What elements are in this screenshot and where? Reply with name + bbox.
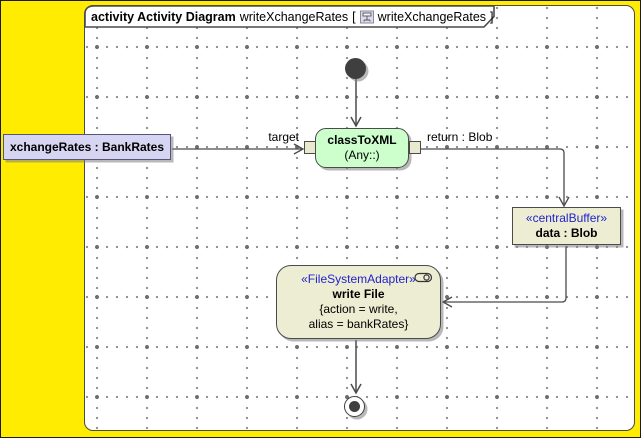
activity-final-node[interactable] <box>344 396 365 417</box>
behavior-adornment-icon <box>414 272 433 286</box>
target-pin-label: target <box>268 130 299 144</box>
action-writeFile-tags-line1: {action = write, <box>319 302 398 316</box>
central-buffer-stereotype: «centralBuffer» <box>525 211 608 225</box>
frame-bracket-close: ] <box>490 9 494 24</box>
input-pin-target[interactable] <box>304 141 316 154</box>
central-buffer-node[interactable]: «centralBuffer» data : Blob <box>512 207 621 245</box>
action-writeFile-stereotype: «FileSystemAdapter» <box>301 272 416 286</box>
frame-diagram-name: writeXchangeRates <box>377 9 487 24</box>
edge-initial-to-classToXML[interactable] <box>350 79 362 128</box>
edge-centralBuffer-to-writeFile[interactable] <box>441 246 567 308</box>
action-classToXML-behavior: (Any::) <box>344 148 380 162</box>
edge-writeFile-to-final[interactable] <box>350 340 362 395</box>
central-buffer-name: data : Blob <box>535 226 598 240</box>
frame-bracket-open: [ <box>352 9 356 24</box>
action-writeFile-name: write File <box>332 287 385 301</box>
frame-activity-name: writeXchangeRates <box>239 9 349 24</box>
activity-diagram-icon <box>359 10 374 24</box>
action-writeFile-tags-line2: alias = bankRates} <box>308 317 409 331</box>
object-node-xchangeRates[interactable]: xchangeRates : BankRates <box>3 134 171 160</box>
return-pin-label: return : Blob <box>427 130 493 144</box>
initial-node[interactable] <box>345 58 366 79</box>
action-writeFile[interactable]: «FileSystemAdapter» write File {action =… <box>276 265 441 339</box>
frame-title-tab[interactable] <box>84 5 495 28</box>
output-pin-return[interactable] <box>409 141 421 154</box>
action-classToXML-name: classToXML <box>327 133 397 147</box>
edge-return-to-centralBuffer[interactable] <box>421 148 570 208</box>
frame-title: activity Activity Diagram writeXchangeRa… <box>91 7 494 26</box>
edge-object-to-target-pin[interactable] <box>172 143 305 155</box>
action-classToXML[interactable]: classToXML (Any::) <box>315 128 409 168</box>
activity-final-inner-dot <box>349 401 360 412</box>
frame-kind-label: activity Activity Diagram <box>91 9 236 24</box>
object-node-label: xchangeRates : BankRates <box>9 140 165 154</box>
